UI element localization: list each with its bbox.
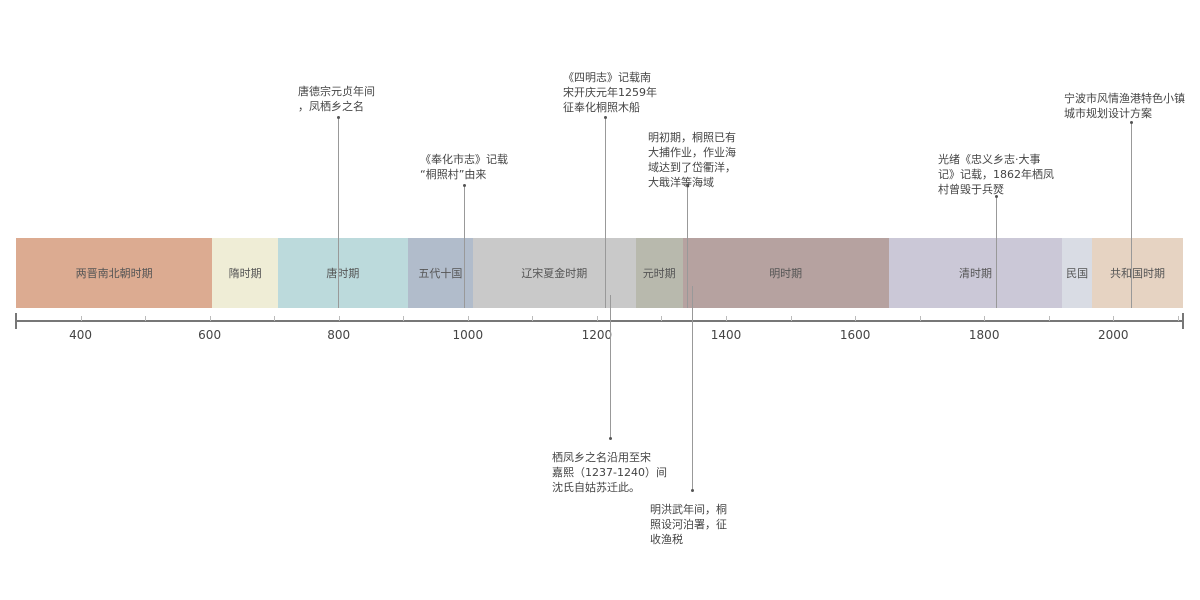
period-label: 隋时期	[228, 267, 262, 280]
period-block: 民国	[1062, 238, 1092, 308]
axis-tick	[596, 316, 598, 321]
axis-start-cap	[15, 313, 17, 329]
period-block: 辽宋夏金时期	[472, 238, 636, 308]
axis-tick	[1113, 316, 1115, 321]
axis-tick	[467, 316, 469, 321]
axis-tick	[1048, 316, 1050, 321]
axis-tick	[855, 316, 857, 321]
period-block: 元时期	[635, 238, 683, 308]
axis-tick	[338, 316, 340, 321]
event-marker-dot	[691, 489, 694, 492]
axis-tick	[661, 316, 663, 321]
axis-tick-label: 800	[327, 328, 351, 342]
event-marker-dot	[609, 437, 612, 440]
event-note: 栖凤乡之名沿用至宋 嘉熙（1237-1240）间 沈氏自姑苏迁此。	[552, 451, 667, 494]
axis-tick	[1177, 316, 1179, 321]
period-block: 隋时期	[212, 238, 279, 308]
axis-tick	[145, 316, 147, 321]
event-marker-dot	[337, 116, 340, 119]
period-label: 共和国时期	[1109, 267, 1165, 280]
axis-tick-label: 400	[69, 328, 92, 342]
period-label: 元时期	[642, 267, 676, 280]
event-leader-line	[610, 295, 611, 438]
event-marker-dot	[1130, 121, 1133, 124]
axis-tick-label: 600	[198, 328, 222, 342]
period-label: 两晋南北朝时期	[75, 267, 153, 280]
event-leader-line	[338, 117, 339, 308]
period-label: 唐时期	[326, 267, 360, 280]
axis-tick	[919, 316, 921, 321]
event-note: 明初期，桐照已有 大捕作业，作业海 域达到了岱衢洋， 大戢洋等海域	[648, 131, 736, 189]
axis-tick	[726, 316, 727, 321]
period-block: 清时期	[888, 238, 1063, 308]
event-leader-line	[1131, 122, 1132, 308]
event-marker-dot	[995, 195, 998, 198]
period-label: 明时期	[769, 267, 803, 280]
period-block: 五代十国	[407, 238, 473, 308]
axis-tick	[209, 316, 211, 321]
axis-tick	[790, 316, 792, 321]
event-leader-line	[464, 185, 465, 308]
event-note: 光绪《忠义乡志·大事 记》记载，1862年栖凤 村曾毁于兵燹	[938, 153, 1054, 196]
period-block: 共和国时期	[1091, 238, 1183, 308]
axis-end-cap	[1182, 313, 1184, 329]
event-note: 明洪武年间，桐 照设河泊署，征 收渔税	[650, 503, 727, 546]
event-note: 宁波市风情渔港特色小镇 城市规划设计方案	[1064, 92, 1185, 120]
period-block: 明时期	[682, 238, 889, 308]
event-leader-line	[687, 185, 688, 308]
axis-tick-label: 1200	[581, 328, 613, 342]
axis-tick	[984, 316, 986, 321]
event-marker-dot	[604, 116, 607, 119]
axis-tick-label: 1000	[452, 328, 484, 342]
period-label: 五代十国	[418, 267, 463, 280]
period-label: 清时期	[958, 267, 992, 280]
event-marker-dot	[686, 184, 689, 187]
axis-tick	[274, 316, 276, 321]
timeline-axis	[16, 320, 1183, 322]
period-block: 两晋南北朝时期	[16, 238, 213, 308]
axis-tick-label: 1600	[839, 328, 871, 342]
axis-tick	[80, 316, 82, 321]
event-note: 《奉化市志》记载 “桐照村”由来	[420, 153, 508, 181]
event-leader-line	[692, 286, 693, 490]
period-block: 唐时期	[278, 238, 408, 308]
axis-tick	[403, 316, 405, 321]
axis-tick-label: 1400	[710, 328, 742, 342]
axis-tick-label: 2000	[1098, 328, 1129, 342]
period-label: 辽宋夏金时期	[521, 267, 588, 280]
axis-tick	[532, 316, 534, 321]
axis-tick-label: 1800	[968, 328, 1000, 342]
event-note: 《四明志》记载南 宋开庆元年1259年 征奉化桐照木船	[563, 71, 657, 114]
event-leader-line	[605, 117, 606, 308]
event-marker-dot	[463, 184, 466, 187]
event-note: 唐德宗元贞年间 ，凤栖乡之名	[298, 85, 375, 113]
period-label: 民国	[1066, 267, 1089, 280]
event-leader-line	[996, 196, 997, 308]
